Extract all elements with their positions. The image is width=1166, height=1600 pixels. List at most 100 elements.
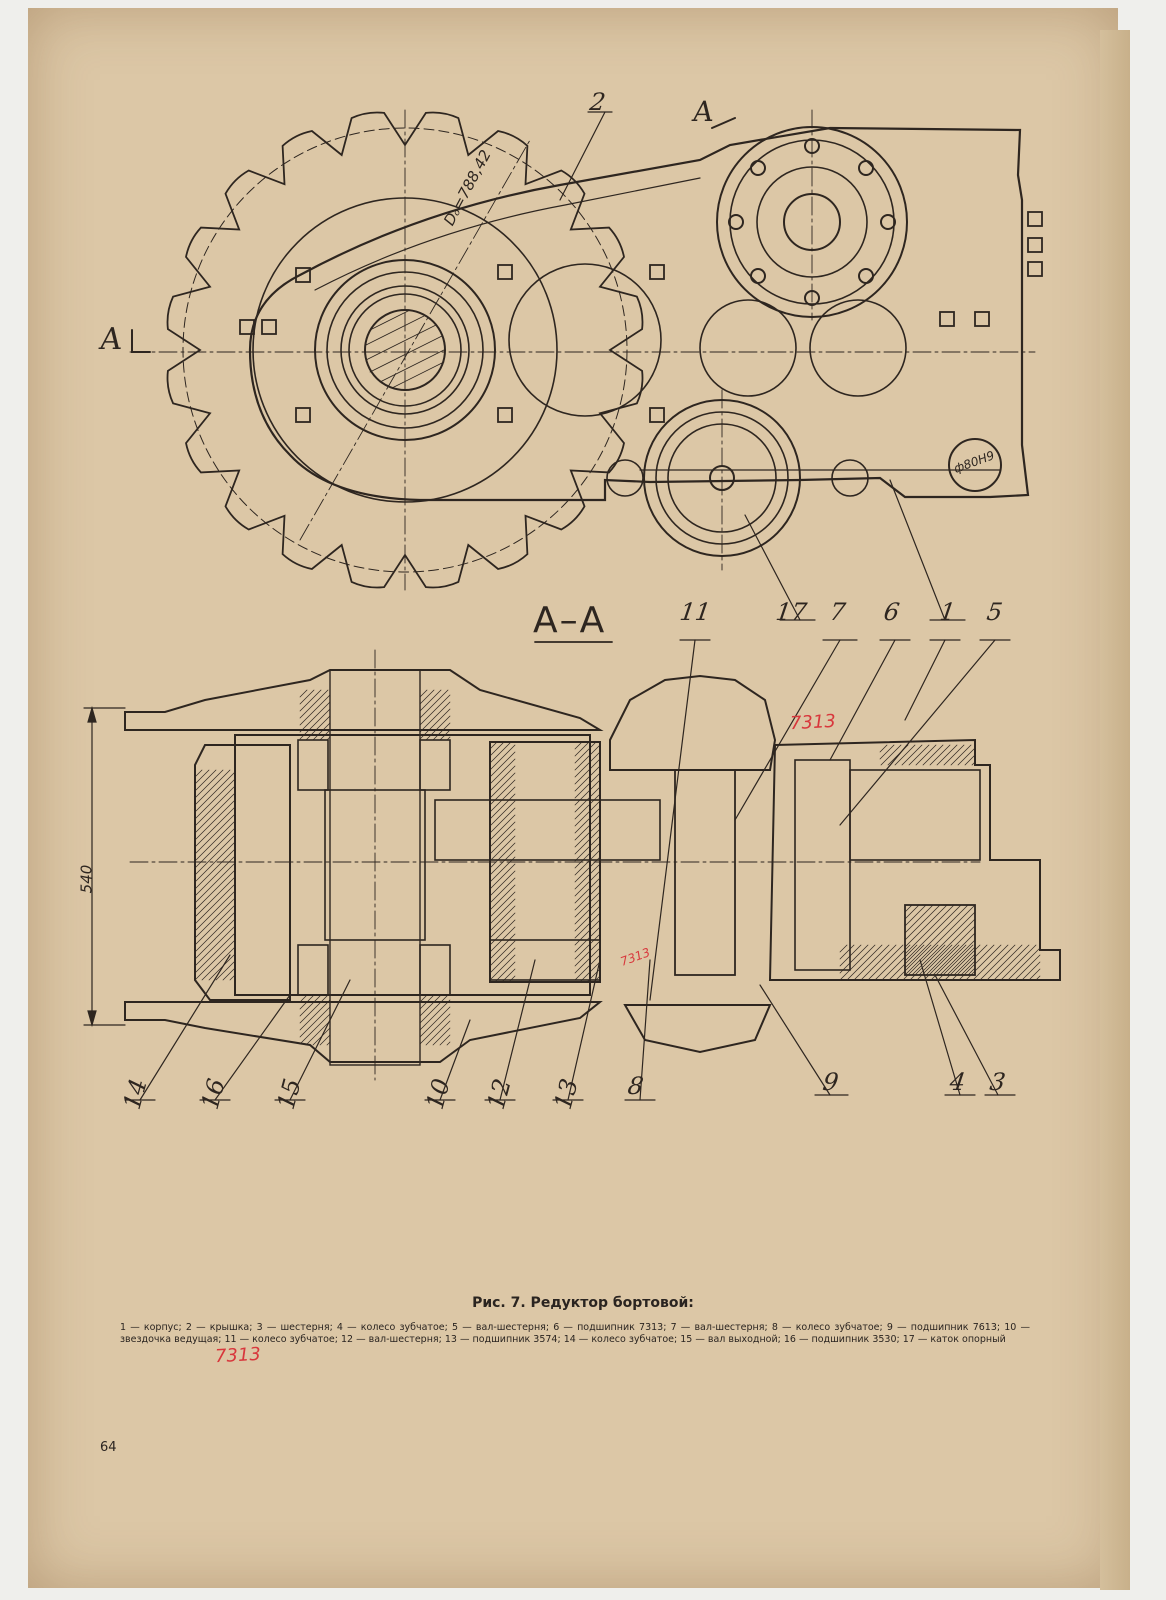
hatch-line: [489, 933, 516, 960]
hatch-line: [489, 744, 516, 771]
idler-gear-1: [508, 263, 662, 417]
hatch-line: [489, 870, 516, 897]
hatch-line: [574, 814, 601, 841]
hatch-line: [299, 689, 329, 719]
book-page: [28, 8, 1118, 1588]
hatch-line: [574, 741, 597, 764]
hatch-line: [222, 967, 236, 981]
hatch-line: [971, 761, 976, 766]
hatch-line: [904, 904, 913, 913]
figure-caption-title: Рис. 7. Редуктор бортовой:: [472, 1295, 694, 1311]
hatch-line: [964, 754, 976, 766]
right-cover: [849, 769, 981, 861]
hatch-line: [489, 786, 516, 813]
hatch-line: [299, 701, 331, 733]
hatch-line: [574, 835, 601, 862]
hatch-line: [194, 876, 236, 918]
casing-inner-line: [314, 177, 1001, 471]
hatch-line: [489, 947, 516, 974]
hatch-line: [419, 1006, 451, 1038]
hatch-line: [439, 1034, 451, 1046]
hatch-line: [419, 994, 435, 1010]
hatch-line: [839, 944, 848, 953]
hatch-line: [419, 689, 449, 719]
hatch-line: [839, 944, 855, 960]
hatch-line: [574, 905, 601, 932]
section-arrow-left: [131, 329, 151, 353]
hatch-line: [419, 708, 451, 740]
hatch-line: [908, 744, 930, 766]
hatch-line: [895, 944, 932, 981]
hatch-line: [319, 729, 331, 741]
hatch-line: [574, 807, 601, 834]
hatch-line: [874, 944, 911, 981]
front-leaders: [559, 111, 966, 621]
hatch-line: [904, 904, 962, 962]
hatch-line: [432, 722, 451, 741]
hatch-line: [489, 800, 516, 827]
hatch-line: [574, 741, 590, 757]
hatch-line: [939, 939, 976, 976]
hatch-line: [446, 1041, 451, 1046]
hatch-line: [574, 793, 601, 820]
height-dimension: 540: [77, 864, 96, 894]
hatch-line: [489, 793, 516, 820]
hatch-line: [508, 975, 516, 983]
hatch-line: [574, 779, 601, 806]
hatch-line: [986, 944, 1023, 981]
hatch-line: [972, 944, 1009, 981]
output-housing: [234, 734, 591, 996]
hatch-line: [1014, 954, 1041, 981]
hatch-line: [904, 904, 934, 934]
hatch-line: [574, 849, 601, 876]
section-arrow-top: [711, 117, 736, 129]
hatch-line: [419, 1013, 451, 1045]
hatch-line: [194, 869, 236, 911]
hatch-line: [489, 835, 516, 862]
hatch-line: [937, 944, 974, 981]
intermediate-shaft: [434, 799, 661, 861]
dimension-540: [83, 705, 126, 1028]
hatch-line: [957, 747, 976, 766]
hatch-line: [489, 758, 516, 785]
intermediate-lower-bearing: [489, 939, 601, 981]
sprocket-pitch-circle: [182, 127, 628, 573]
hatch-line: [419, 694, 451, 726]
hatch-line: [194, 848, 236, 890]
hatch-line: [880, 744, 902, 766]
hatch-line: [489, 821, 516, 848]
hatch-line: [194, 813, 236, 855]
hatch-line: [194, 911, 236, 953]
hatch-line: [299, 689, 315, 705]
hatch-line: [194, 925, 236, 967]
hatch-line: [574, 800, 601, 827]
hatch-line: [574, 912, 601, 939]
sprocket-flange-bottom: [124, 1001, 603, 1063]
hatch-line: [194, 939, 236, 981]
hatch-line: [194, 792, 236, 834]
hatch-line: [194, 769, 203, 778]
hatch-line: [489, 741, 505, 757]
hatch-line: [944, 944, 981, 981]
hatch-line: [494, 961, 516, 983]
hatch-line: [489, 919, 516, 946]
hatch-line: [904, 904, 969, 969]
hatch-line: [574, 940, 601, 967]
hatch-line: [879, 744, 895, 760]
hatch-line: [194, 890, 236, 932]
hatch-line: [574, 772, 601, 799]
hatch-line: [904, 904, 920, 920]
hatch-line: [194, 785, 236, 827]
hatch-line: [953, 953, 976, 976]
hatch-line: [489, 814, 516, 841]
hatch-line: [489, 884, 516, 911]
hatch-line: [194, 771, 236, 813]
hatch-line: [501, 968, 516, 983]
red-note-top: 7313: [789, 710, 837, 735]
hatch-line: [879, 744, 888, 753]
hatch-line: [489, 765, 516, 792]
hatch-line: [925, 925, 976, 976]
gearbox-casing: [248, 126, 1030, 502]
hatch-line: [489, 779, 516, 806]
